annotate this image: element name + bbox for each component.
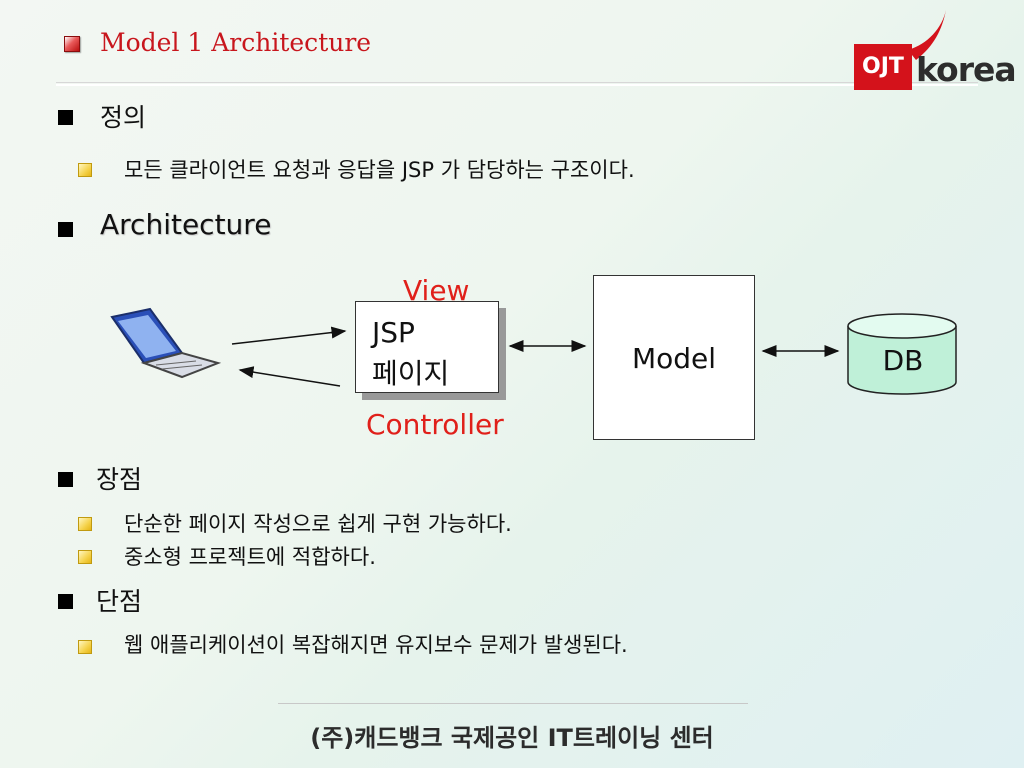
page-title: Model 1 Architecture <box>100 28 372 57</box>
section-bullet-icon <box>58 594 73 609</box>
logo-korea-word: korea <box>916 50 1017 89</box>
db-label: DB <box>882 344 924 377</box>
pros-item: 중소형 프로젝트에 적합하다. <box>124 545 376 569</box>
footer-text: (주)캐드뱅크 국제공인 IT트레이닝 센터 <box>310 724 714 752</box>
title-bullet-icon <box>64 36 80 52</box>
footer-divider <box>278 703 748 704</box>
title-divider <box>56 82 978 83</box>
cons-item: 웹 애플리케이션이 복잡해지면 유지보수 문제가 발생된다. <box>124 633 628 657</box>
jsp-label: JSP <box>372 316 415 349</box>
logo-swoosh-icon <box>908 10 946 60</box>
database-cylinder-icon <box>847 313 957 395</box>
logo-ojt-box: OJT <box>854 44 912 90</box>
pros-item: 단순한 페이지 작성으로 쉽게 구현 가능하다. <box>124 512 512 536</box>
section-heading-definition: 정의 <box>100 103 147 132</box>
model-label: Model <box>631 342 717 375</box>
section-heading-pros: 장점 <box>96 465 143 494</box>
section-bullet-icon <box>58 222 73 237</box>
section-heading-architecture: Architecture <box>100 208 272 241</box>
sub-bullet-icon <box>78 550 92 564</box>
ojt-korea-logo: OJT korea <box>850 10 1020 92</box>
definition-item: 모든 클라이언트 요청과 응답을 JSP 가 담당하는 구조이다. <box>124 158 635 182</box>
model-box: Model <box>593 275 755 440</box>
sub-bullet-icon <box>78 640 92 654</box>
controller-label: Controller <box>366 408 504 441</box>
section-heading-cons: 단점 <box>96 587 143 616</box>
section-bullet-icon <box>58 110 73 125</box>
section-bullet-icon <box>58 472 73 487</box>
sub-bullet-icon <box>78 517 92 531</box>
jsp-page-label: 페이지 <box>372 357 450 390</box>
title-divider-highlight <box>56 84 978 86</box>
sub-bullet-icon <box>78 163 92 177</box>
jsp-page-box: JSP 페이지 <box>355 301 499 393</box>
laptop-icon <box>110 307 222 379</box>
